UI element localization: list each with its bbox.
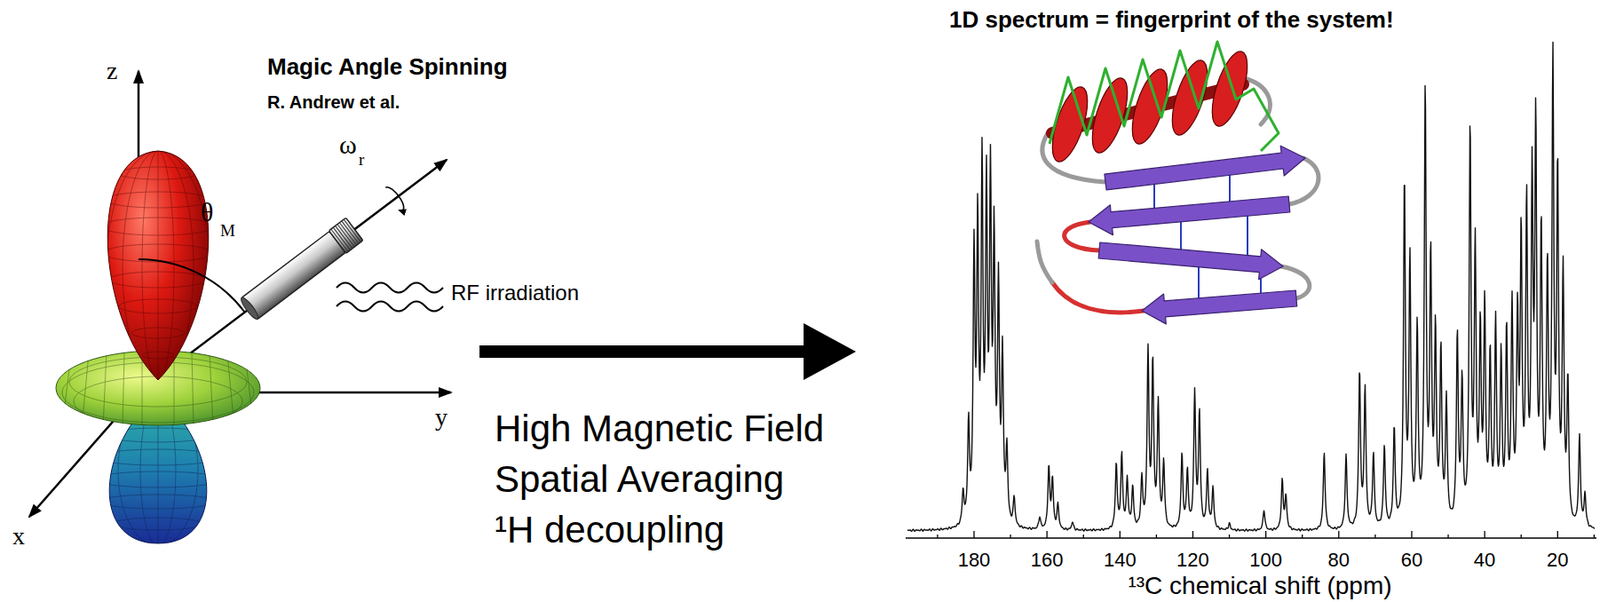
protein-loop [1052,282,1144,313]
rotor-ridges [335,225,353,249]
ppm-tick [1156,534,1157,539]
protein-loop [1037,241,1053,283]
ppm-tick [1374,534,1376,539]
ppm-tick [1192,530,1194,539]
panel-heading: 1D spectrum = fingerprint of the system! [949,7,1395,32]
ppm-tick [1119,530,1121,539]
angle-subscript: M [220,221,236,239]
ppm-tick [1520,534,1522,539]
lobe-grid [101,146,215,382]
rotor-ridges [337,224,355,248]
spin-rate-subscript: r [358,150,365,168]
rotor-ridges [339,222,357,246]
spectrum-trace [907,41,1595,531]
ppm-tick [1338,530,1339,539]
torus-grid [62,355,72,427]
ppm-tick [1301,534,1303,539]
rf-wave [336,283,444,294]
rotor-ridges [343,219,361,243]
beta-strand [1104,145,1306,191]
protein-cartoon [1037,41,1319,325]
rotor-ridges [332,227,350,251]
axis-label: y [435,404,448,430]
tick-label: 120 [1176,550,1210,571]
ppm-tick [1083,534,1085,539]
method-item: High Magnetic Field [494,410,824,448]
torus-grid [102,351,107,428]
rf-waves [336,283,444,312]
rotation-arrow [383,184,407,213]
torus-grid [73,376,243,427]
rotation-arrow [383,184,407,213]
torus-grid [245,355,254,427]
rotor-cap [328,217,363,254]
spin-rate-symbol: ω [339,131,357,159]
rotor-body [241,231,346,320]
helix-trace [1049,41,1279,151]
beta-strand [1088,196,1291,236]
ppm-tick [1265,530,1267,539]
axes [29,71,452,517]
rf-label: RF irradiation [451,282,579,304]
tick-label: 20 [1546,550,1569,571]
citation: R. Andrew et al. [267,93,400,111]
tick-label: 140 [1103,550,1137,571]
tick-label: 180 [958,550,991,571]
tick-label: 160 [1030,550,1064,571]
angle-symbol: θ [200,198,214,226]
method-item: ¹H decoupling [494,511,725,549]
helix-turn [1164,56,1215,140]
process-arrow [479,323,856,381]
lobe-grid [158,146,159,382]
rotor [237,217,364,322]
ppm-tick [936,534,938,539]
tick-label: 80 [1328,550,1350,571]
torus-grid [191,351,194,428]
ppm-tick [1447,534,1449,539]
rotor-ridges [341,221,359,245]
method-item: Spatial Averaging [494,460,785,499]
tick-label: 100 [1249,550,1283,571]
ppm-ticks [937,530,1594,539]
ppm-tick [1046,530,1048,539]
ppm-axis [905,537,1597,539]
axis-label: z [106,58,118,84]
ppm-tick [973,530,975,539]
protein-loop [1064,221,1100,251]
torus-grid [174,351,175,428]
rf-wave [336,301,444,312]
torus-grid [142,351,143,428]
axis-label: x [12,523,25,549]
rotor-ridges [331,229,349,253]
torus-grid [227,353,235,428]
rotor-end [238,295,261,322]
torus-grid [209,351,214,428]
axis-title: ¹³C chemical shift (ppm) [1127,573,1392,599]
tick-label: 60 [1401,550,1423,571]
torus-grid [122,351,125,428]
beta-strand [1098,242,1284,280]
red-lobe [101,146,215,382]
figure-title: Magic Angle Spinning [267,55,508,79]
beta-strand [1141,290,1298,325]
ppm-tick [1593,534,1595,539]
spectrum [905,41,1597,539]
helix-turn [1045,83,1095,167]
ppm-tick [1483,530,1485,539]
ppm-tick [1557,530,1559,539]
rotor-ridges [331,219,362,252]
ppm-tick [1410,530,1412,539]
ppm-tick [1228,534,1230,539]
torus-grid [81,353,89,428]
tick-label: 40 [1473,550,1496,571]
angle-arc [138,259,246,313]
ppm-tick [1009,534,1011,539]
